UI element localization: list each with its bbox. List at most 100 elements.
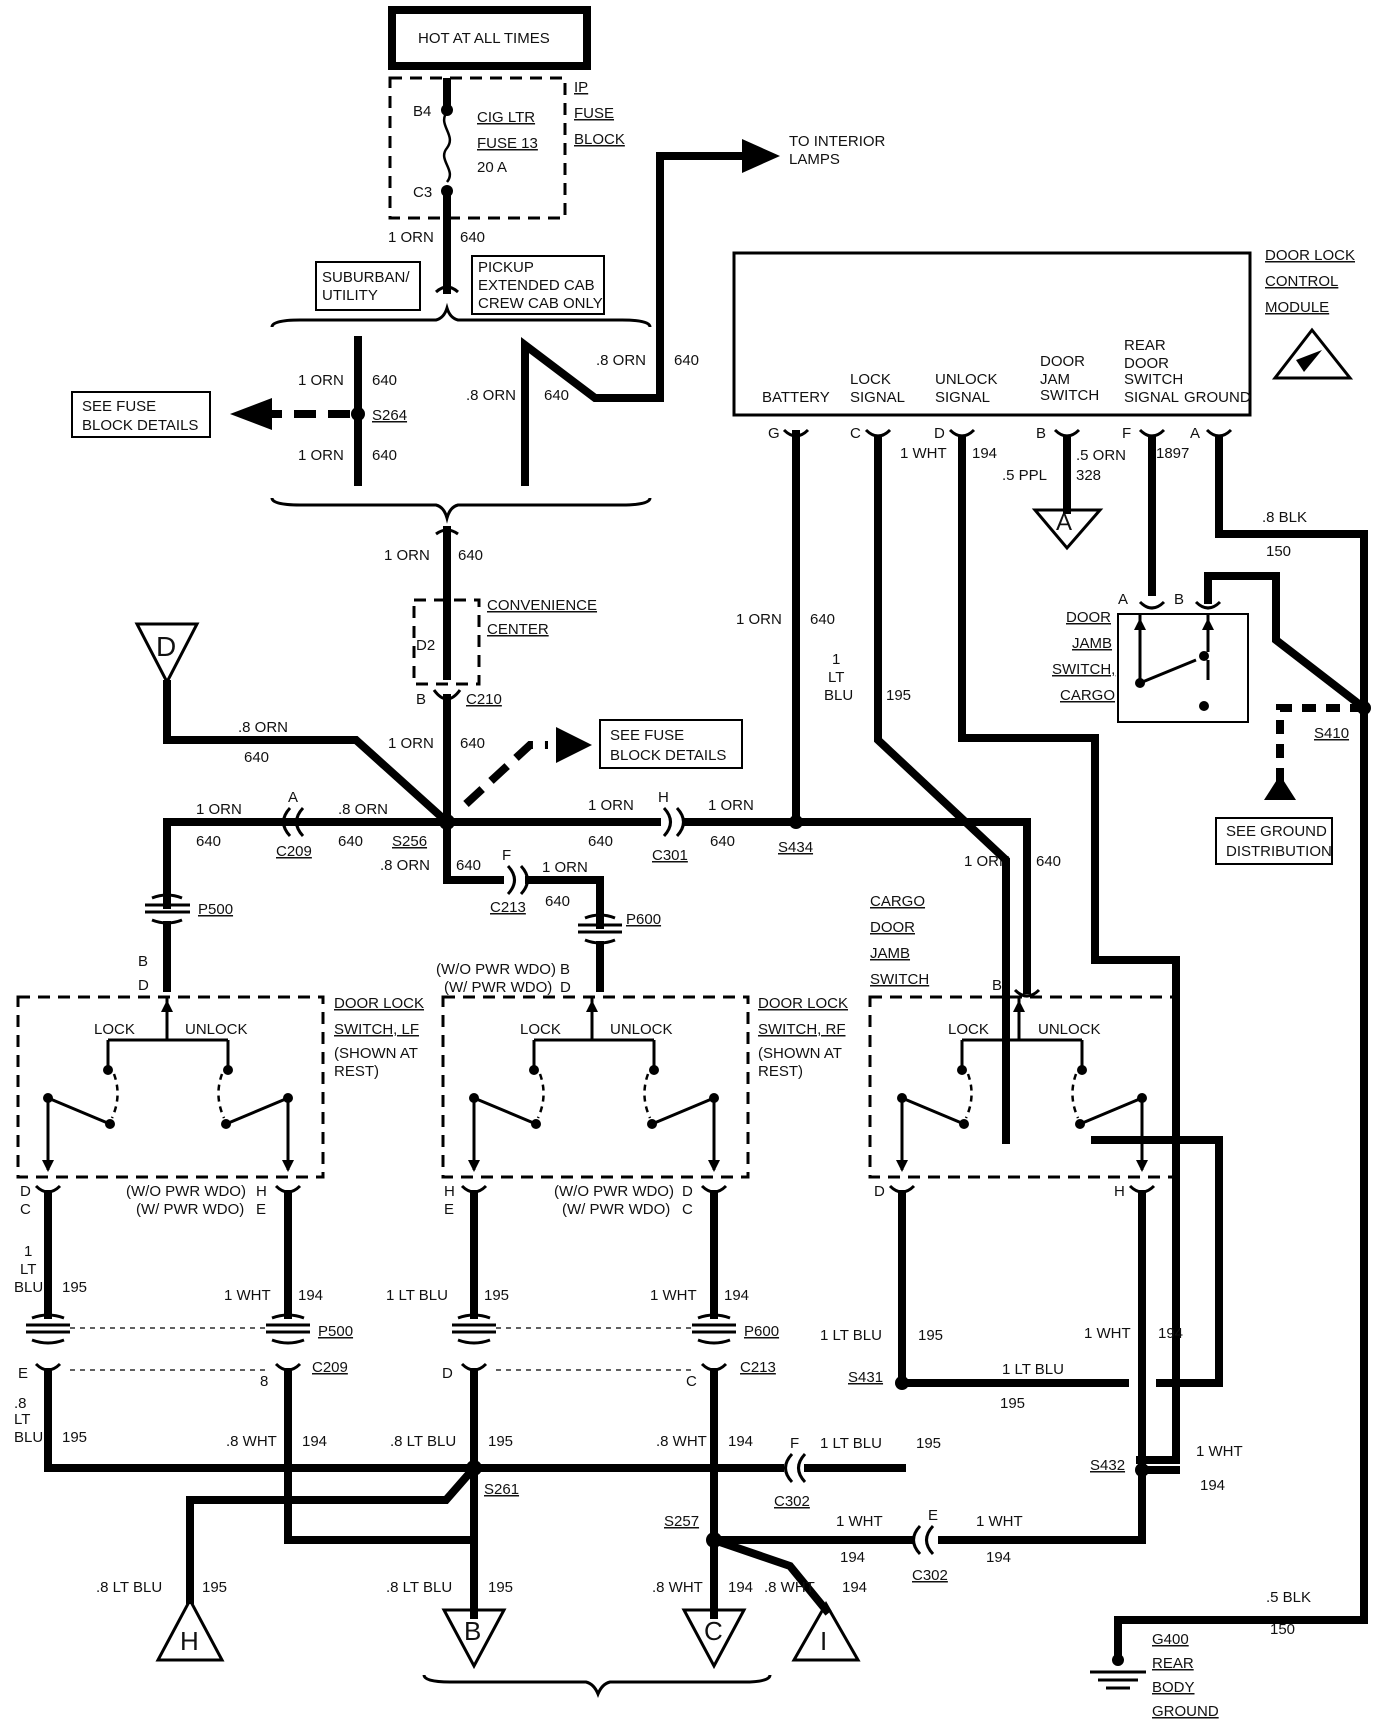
wire-s257-i [708,1534,832,1616]
variant-label: (W/O PWR WDO) [126,1183,246,1200]
switch-rf-contacts [468,998,720,1172]
door-lock-switch-lf [16,995,325,1179]
unlock-label: UNLOCK [1038,1021,1101,1038]
svg-text:REST): REST) [758,1063,803,1080]
wire-label: 1 WHT [976,1513,1023,1530]
wire-to-fuse-details-2 [463,741,548,807]
wire-d [163,680,453,828]
wire-label: 194 [986,1549,1011,1566]
svg-text:FUSE: FUSE [574,105,614,122]
module-pin: A [1190,425,1200,442]
wire-label: 194 [302,1433,327,1450]
suburban-label: SUBURBAN/ [322,269,410,286]
pin-label: H [1114,1183,1125,1200]
ground-label: G400 REAR BODY GROUND [1152,1631,1219,1720]
switch-lf-label: DOOR LOCK SWITCH, LF (SHOWN AT REST) [334,995,424,1080]
ref-triangle-b [441,1608,507,1670]
pin-label: B [138,953,148,970]
ref-letter-c: C [704,1616,723,1646]
wire-label: 195 [1000,1395,1025,1412]
wire-label: 1 ORN [388,735,434,752]
svg-text:DOOR: DOOR [1066,609,1111,626]
lock-label: LOCK [948,1021,989,1038]
splice-label: S256 [392,833,427,850]
wire-label: .8 WHT [656,1433,707,1450]
svg-text:IP: IP [574,79,588,96]
wire-label: .8 LT BLU [386,1579,452,1596]
wire-label: LT [828,669,844,686]
wire-label: 1 WHT [900,445,947,462]
wire-label: .5 BLK [1266,1589,1311,1606]
wire-lf-194-s257 [284,1368,478,1544]
door-lock-switch-rf [441,995,750,1179]
pin-label: D [874,1183,885,1200]
wire-label: 194 [728,1433,753,1450]
wire-label: 195 [886,687,911,704]
wire-label: 194 [840,1549,865,1566]
svg-text:CONTROL: CONTROL [1265,273,1338,290]
variant-label: (W/ PWR WDO) [136,1201,244,1218]
door-jamb-switch-cargo [1117,613,1249,723]
connector-pin: A [288,789,298,806]
wire-label: 640 [710,833,735,850]
pin-b4: B4 [413,103,431,120]
fuse-element-icon [442,111,452,183]
wire-label: 640 [244,749,269,766]
pin-label: D [682,1183,693,1200]
pickup-label: EXTENDED CAB [478,277,595,294]
svg-text:BLOCK: BLOCK [574,131,625,148]
module-pin-label: DOOR [1124,355,1169,372]
pin-label: D [20,1183,31,1200]
wire-label: 1 WHT [836,1513,883,1530]
ip-fuse-block-label: IP FUSE BLOCK [574,79,625,148]
arrow-up-icon [1134,618,1146,630]
wire-unlock-signal-194 [958,436,1180,1464]
wire-label: 640 [544,387,569,404]
pin-label: C [682,1201,693,1218]
wire-label: 1 [24,1243,32,1260]
wire-label: 195 [62,1429,87,1446]
ref-letter-i: I [820,1626,827,1656]
see-ground-box [1215,817,1333,865]
module-pin: B [1036,425,1046,442]
wire-label: LT [20,1261,36,1278]
splice-label: S257 [664,1513,699,1530]
svg-text:DOOR LOCK: DOOR LOCK [758,995,848,1012]
connector-label: C209 [276,843,312,860]
splice-label: S410 [1314,725,1349,742]
wire-label: .5 PPL [1002,467,1047,484]
cargo-switch-contacts [896,998,1148,1172]
interior-label: TO INTERIOR [789,133,886,150]
svg-text:DOOR LOCK: DOOR LOCK [1265,247,1355,264]
wire-label: 1 ORN [196,801,242,818]
wire-break [434,285,460,294]
switch-node [1199,701,1209,711]
module-pin: C [850,425,861,442]
wire-label: BLU [824,687,853,704]
fuse-details-label: BLOCK DETAILS [82,417,198,434]
lower-connector-c209-c213 [34,1362,728,1372]
ref-letter-h: H [180,1626,199,1656]
wire-label: 640 [545,893,570,910]
wire-label: .5 ORN [1076,447,1126,464]
ground-icon [1090,1670,1146,1690]
pin-label: C [20,1201,31,1218]
svg-text:JAMB: JAMB [870,945,910,962]
connector-pin: F [502,847,511,864]
ref-triangle-i [791,1600,861,1662]
svg-text:REAR: REAR [1152,1655,1194,1672]
connector-pin: B [1174,591,1184,608]
svg-text:20 A: 20 A [477,159,507,176]
wire-label: LT [14,1411,30,1428]
svg-text:SWITCH: SWITCH [870,971,929,988]
wire-label: .8 WHT [226,1433,277,1450]
connector-label: C210 [466,691,502,708]
wire-label: 1 ORN [298,372,344,389]
wire-label: 195 [488,1579,513,1596]
ground-arrow-icon [1264,775,1296,800]
svg-text:JAMB: JAMB [1072,635,1112,652]
fuse-details-label: BLOCK DETAILS [610,747,726,764]
wire-label: .8 LT BLU [96,1579,162,1596]
svg-text:SWITCH,: SWITCH, [1052,661,1115,678]
arrow-up-icon [1202,618,1214,630]
